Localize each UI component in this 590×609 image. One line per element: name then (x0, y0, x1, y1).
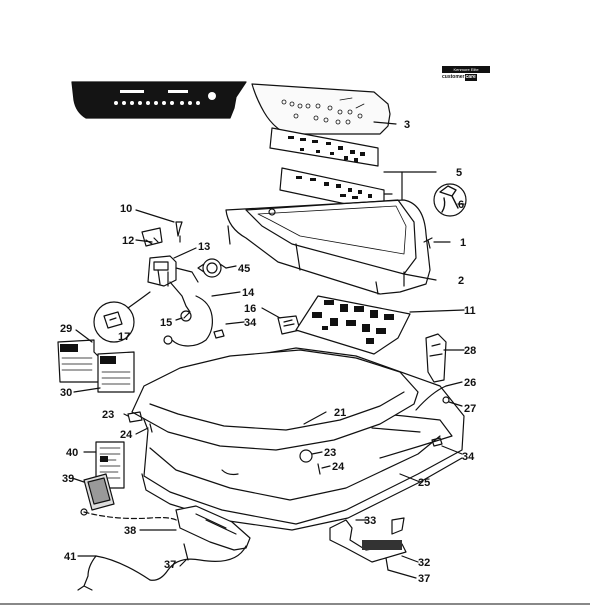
callout-28: 28 (464, 345, 476, 357)
callout-33: 33 (364, 515, 376, 527)
callout-23b: 23 (324, 447, 336, 459)
callout-6: 6 (458, 199, 464, 211)
callout-41: 41 (64, 551, 76, 563)
callout-40: 40 (66, 447, 78, 459)
brand-care-badge: care (464, 74, 477, 81)
brand-top-text: Kenmore Elite (442, 66, 490, 73)
callout-23a: 23 (102, 409, 114, 421)
callout-5: 5 (456, 167, 462, 179)
callout-24a: 24 (120, 429, 133, 441)
callout-13: 13 (198, 241, 210, 253)
callout-10: 10 (120, 203, 132, 215)
callout-38: 38 (124, 525, 136, 537)
lid (131, 349, 419, 451)
callout-16: 16 (244, 303, 256, 315)
callout-12: 12 (122, 235, 134, 247)
callout-29: 29 (60, 323, 72, 335)
callout-32: 32 (418, 557, 430, 569)
callout-14: 14 (242, 287, 255, 299)
callout-15: 15 (160, 317, 172, 329)
callout-27: 27 (464, 403, 476, 415)
brand-logo: Kenmore Elite customercare (442, 66, 490, 81)
console-panel (71, 81, 247, 119)
control-board-upper (269, 127, 379, 167)
callout-39: 39 (62, 473, 74, 485)
callout-34b: 34 (462, 451, 475, 463)
callout-30: 30 (60, 387, 72, 399)
callout-24b: 24 (332, 461, 345, 473)
overlay-panel (251, 83, 391, 135)
callout-17: 17 (118, 331, 130, 343)
callout-37a: 37 (164, 559, 176, 571)
brand-bottom-text: customercare (442, 74, 490, 81)
callout-21: 21 (334, 407, 346, 419)
callout-34a: 34 (244, 317, 257, 329)
console-back (225, 199, 431, 295)
callout-1: 1 (460, 237, 466, 249)
callout-25: 25 (418, 477, 430, 489)
brand-customer-text: customer (442, 74, 465, 80)
callout-3: 3 (404, 119, 410, 131)
callout-11: 11 (464, 305, 476, 317)
callout-37b: 37 (418, 573, 430, 585)
callout-45: 45 (238, 263, 250, 275)
callout-2: 2 (458, 275, 464, 287)
callout-26: 26 (464, 377, 476, 389)
